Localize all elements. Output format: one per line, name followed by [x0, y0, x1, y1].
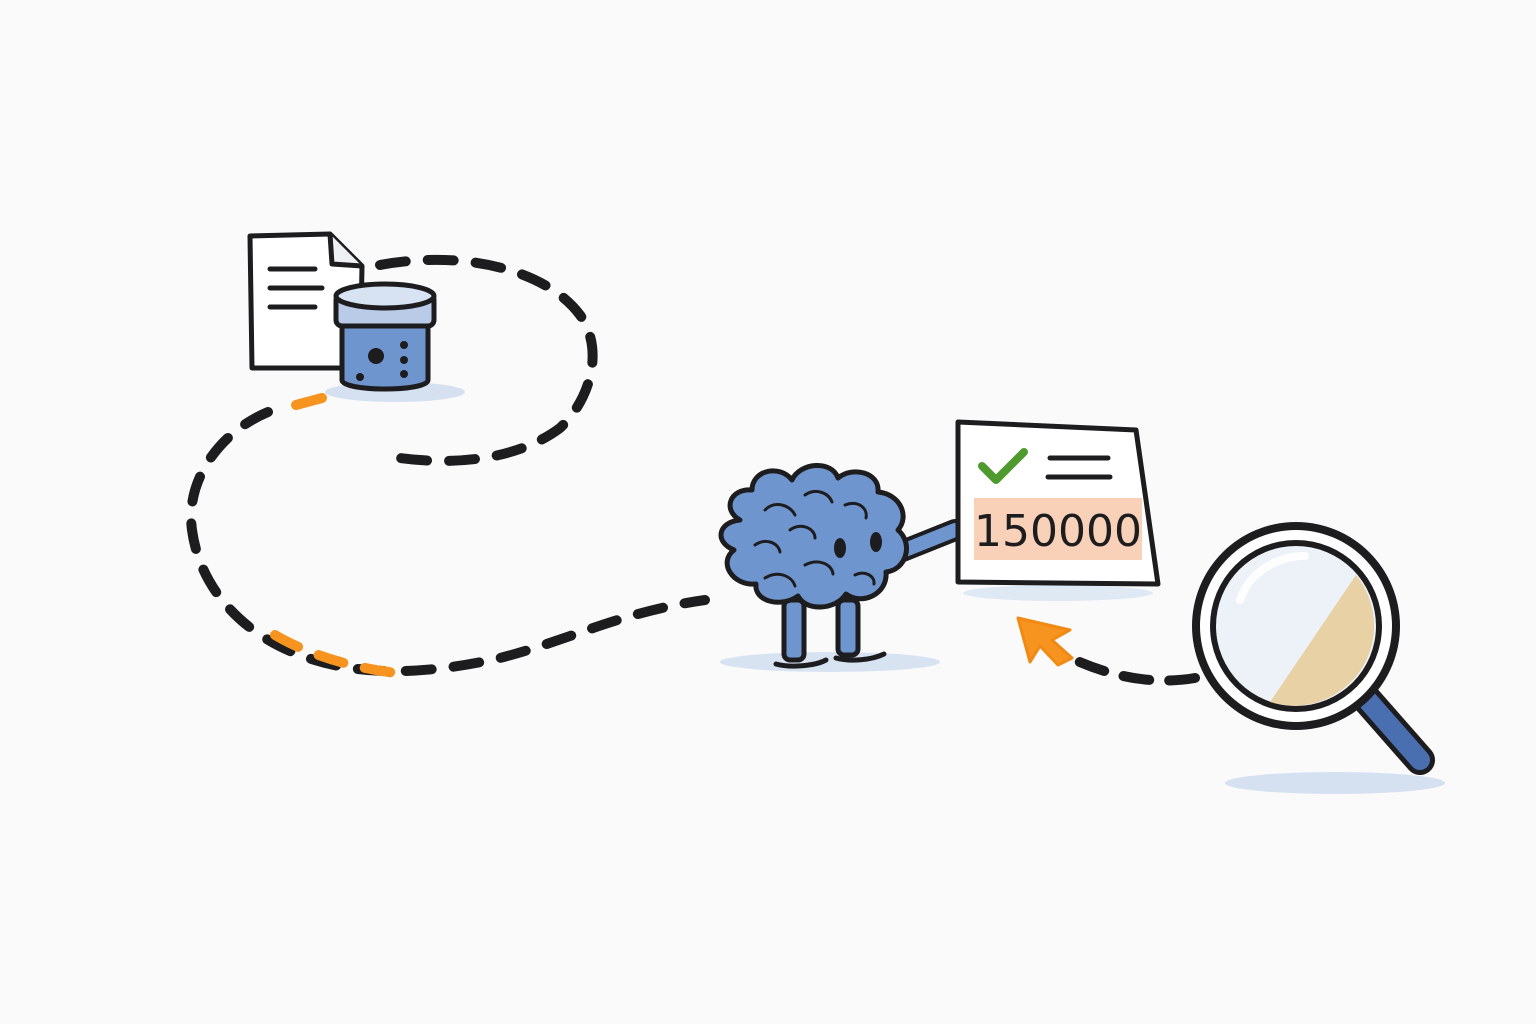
brain-shadow: [720, 652, 940, 672]
dashed-path-top-loop: [375, 254, 598, 466]
dashed-path-main: [186, 407, 710, 677]
card-shadow: [963, 585, 1153, 601]
arrow-pointer-icon: [1016, 616, 1074, 667]
result-value: 150000: [974, 506, 1142, 557]
value-highlight: [974, 498, 1142, 560]
checkmark-icon: [978, 448, 1028, 484]
magnifying-glass-icon: [1192, 522, 1435, 775]
dashed-path-magnifier-to-card: [1070, 655, 1200, 686]
brain-character-icon: [718, 463, 966, 669]
database-jar-icon: [333, 281, 437, 392]
orange-segment-top: [291, 393, 327, 410]
magnifier-shadow: [1225, 772, 1445, 794]
result-card: 150000: [955, 419, 1161, 587]
orange-segment-bottom: [270, 630, 410, 679]
